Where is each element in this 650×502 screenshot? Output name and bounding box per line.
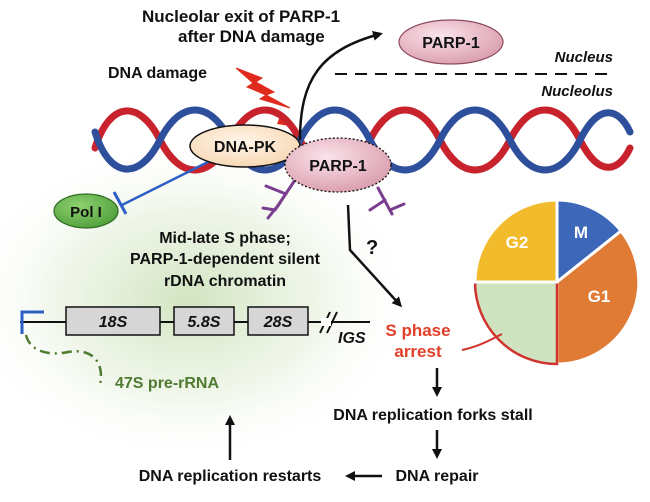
- parp1-nucleolus-shape: [284, 137, 392, 193]
- green-haze: [0, 150, 420, 450]
- parp1-nucleus-label: PARP-1: [422, 35, 480, 52]
- pie-g2-slice: [473, 198, 559, 284]
- pol1-shape: [53, 193, 119, 229]
- nucleolar-exit-arrow: [298, 30, 383, 141]
- rdna-unit: 18S 5.8S 28S IGS: [20, 306, 370, 347]
- parp1-nucleolus-label: PARP-1: [309, 158, 367, 175]
- pre-rrna-transcript: [24, 334, 103, 386]
- pie-g1-slice: [555, 228, 641, 366]
- inhibition-bar: [112, 191, 128, 215]
- gene-18s-label: 18S: [99, 314, 128, 331]
- igs-label: IGS: [338, 330, 366, 347]
- restarts-label: DNA replication restarts: [139, 468, 322, 485]
- gene-18s-box: [65, 306, 161, 336]
- cell-cycle-pie: M G1 G2: [473, 198, 641, 366]
- arrest-connector: [461, 333, 503, 351]
- s-arrest-line1: S phase: [385, 321, 450, 340]
- dnapk-label: DNA-PK: [214, 139, 277, 156]
- exit-label-line2: after DNA damage: [178, 27, 325, 46]
- pie-s-slice: [473, 280, 559, 366]
- par-chains: [261, 178, 406, 220]
- pol1-label: Pol I: [70, 204, 102, 221]
- gene-58s-label: 5.8S: [188, 314, 221, 331]
- promoter-bracket-icon: [20, 310, 44, 334]
- s-arrest-line2: arrest: [394, 342, 442, 361]
- nucleolus-label: Nucleolus: [541, 83, 613, 100]
- pie-g1-label: G1: [588, 287, 611, 306]
- exit-label-line1: Nucleolar exit of PARP-1: [142, 7, 340, 26]
- mid-s-line3: rDNA chromatin: [164, 273, 286, 290]
- mid-s-line2: PARP-1-dependent silent: [130, 251, 321, 268]
- gene-58s-box: [173, 306, 235, 336]
- parp1-nucleus-shape: [398, 19, 504, 65]
- gene-28s-box: [247, 306, 309, 336]
- gene-28s-label: 28S: [263, 314, 293, 331]
- pie-m-slice: [555, 198, 624, 286]
- nucleus-label: Nucleus: [555, 49, 613, 66]
- dna-repair-label: DNA repair: [396, 468, 479, 485]
- dna-damage-label: DNA damage: [108, 65, 207, 82]
- to-arrest-arrow: [346, 204, 403, 308]
- question-mark: ?: [366, 237, 378, 259]
- dnapk-inhibits-pol1-line: [121, 158, 213, 207]
- dna-helix: [91, 106, 634, 174]
- pre-rrna-label: 47S pre-rRNA: [115, 375, 219, 392]
- pie-g2-label: G2: [506, 233, 529, 252]
- mid-s-line1: Mid-late S phase;: [159, 230, 291, 247]
- pie-m-label: M: [574, 223, 588, 242]
- lightning-bolt-icon: [235, 67, 291, 109]
- dnapk-shape: [189, 124, 301, 168]
- forks-stall-label: DNA replication forks stall: [333, 407, 532, 424]
